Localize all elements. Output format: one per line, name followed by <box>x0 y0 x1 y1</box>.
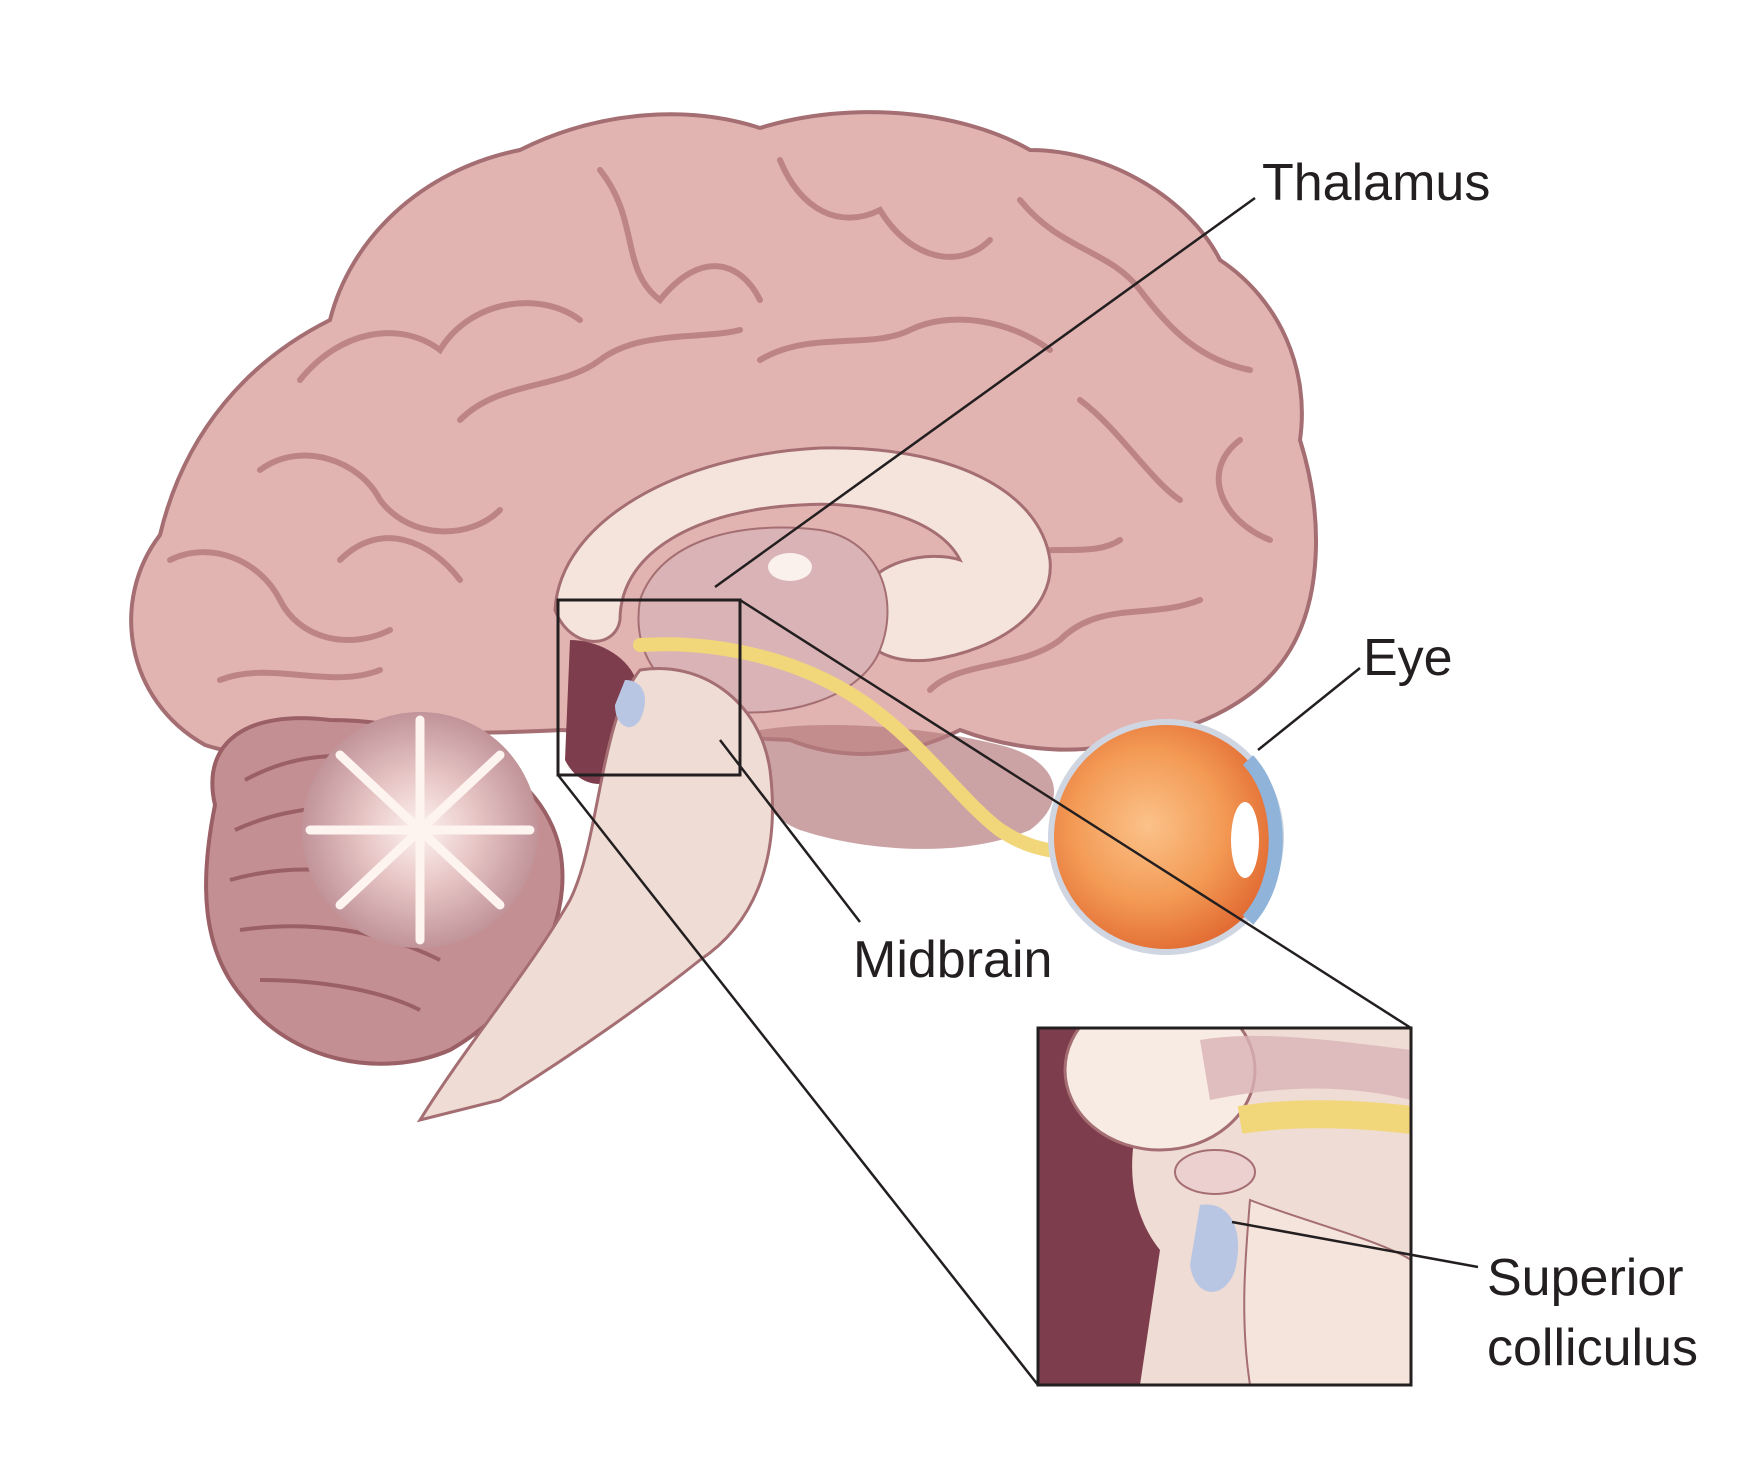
gyri-folds <box>167 157 1273 693</box>
superior-colliculus-leader <box>1231 1220 1479 1269</box>
zoom-connector-top <box>739 598 1412 1030</box>
eyeball <box>1048 719 1284 955</box>
midbrain-leader <box>719 739 861 923</box>
label-colliculus: colliculus <box>1487 1319 1698 1377</box>
zoom-region-box <box>556 598 742 777</box>
brainstem <box>416 667 774 1123</box>
cerebellum <box>204 712 565 1066</box>
eye-leader <box>1257 667 1361 751</box>
label-thalamus: Thalamus <box>1262 154 1491 212</box>
colliculus-mark <box>615 680 645 728</box>
inset-border <box>1036 1026 1413 1387</box>
thalamus-leader <box>714 196 1256 589</box>
label-eye: Eye <box>1363 629 1453 687</box>
zoom-connector-bottom <box>557 774 1039 1386</box>
label-midbrain: Midbrain <box>853 931 1053 989</box>
label-superior: Superior <box>1487 1249 1684 1307</box>
inset-panel <box>1038 1028 1411 1385</box>
thalamus-mark <box>768 553 812 581</box>
